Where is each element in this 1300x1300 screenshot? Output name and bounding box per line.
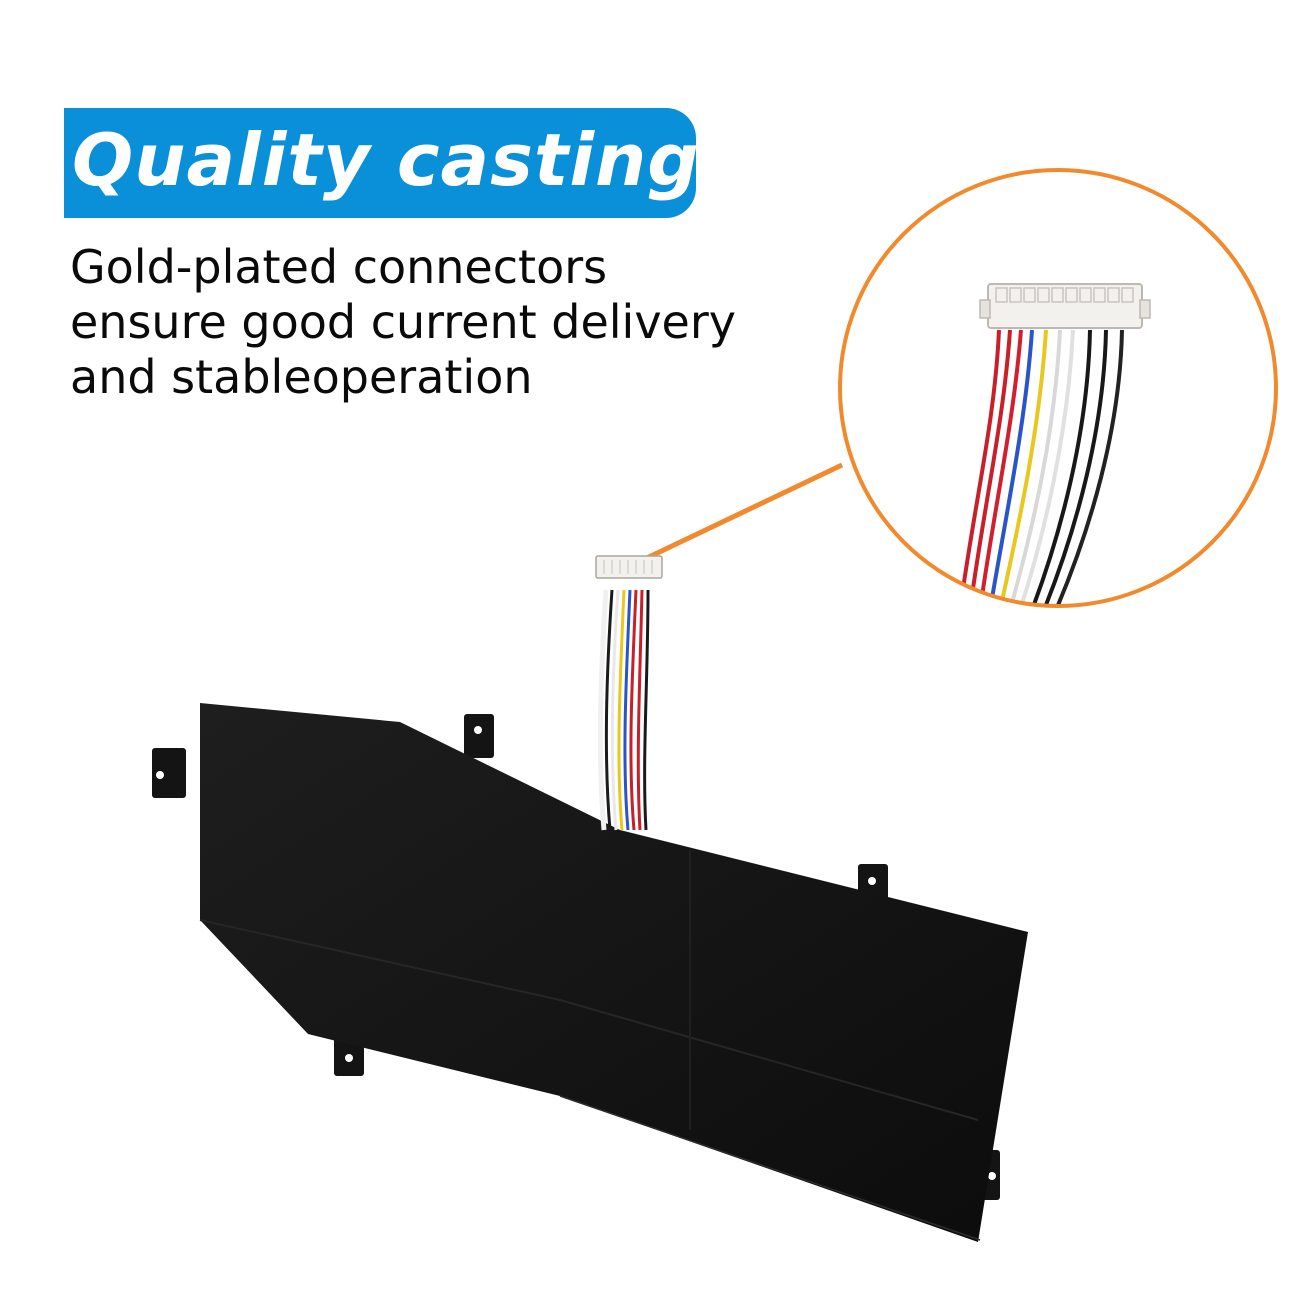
battery-pack-icon — [152, 555, 1028, 1242]
headline-title: Quality casting — [72, 118, 696, 202]
description-line-2: ensure good current delivery — [70, 295, 736, 349]
connector-plug-icon — [958, 283, 1151, 606]
connector-zoom-callout — [838, 168, 1278, 608]
feature-description: Gold-plated connectors ensure good curre… — [70, 240, 830, 405]
headline-banner: Quality casting — [64, 108, 696, 218]
description-line-3: and stableoperation — [70, 350, 533, 404]
description-line-1: Gold-plated connectors — [70, 240, 608, 294]
